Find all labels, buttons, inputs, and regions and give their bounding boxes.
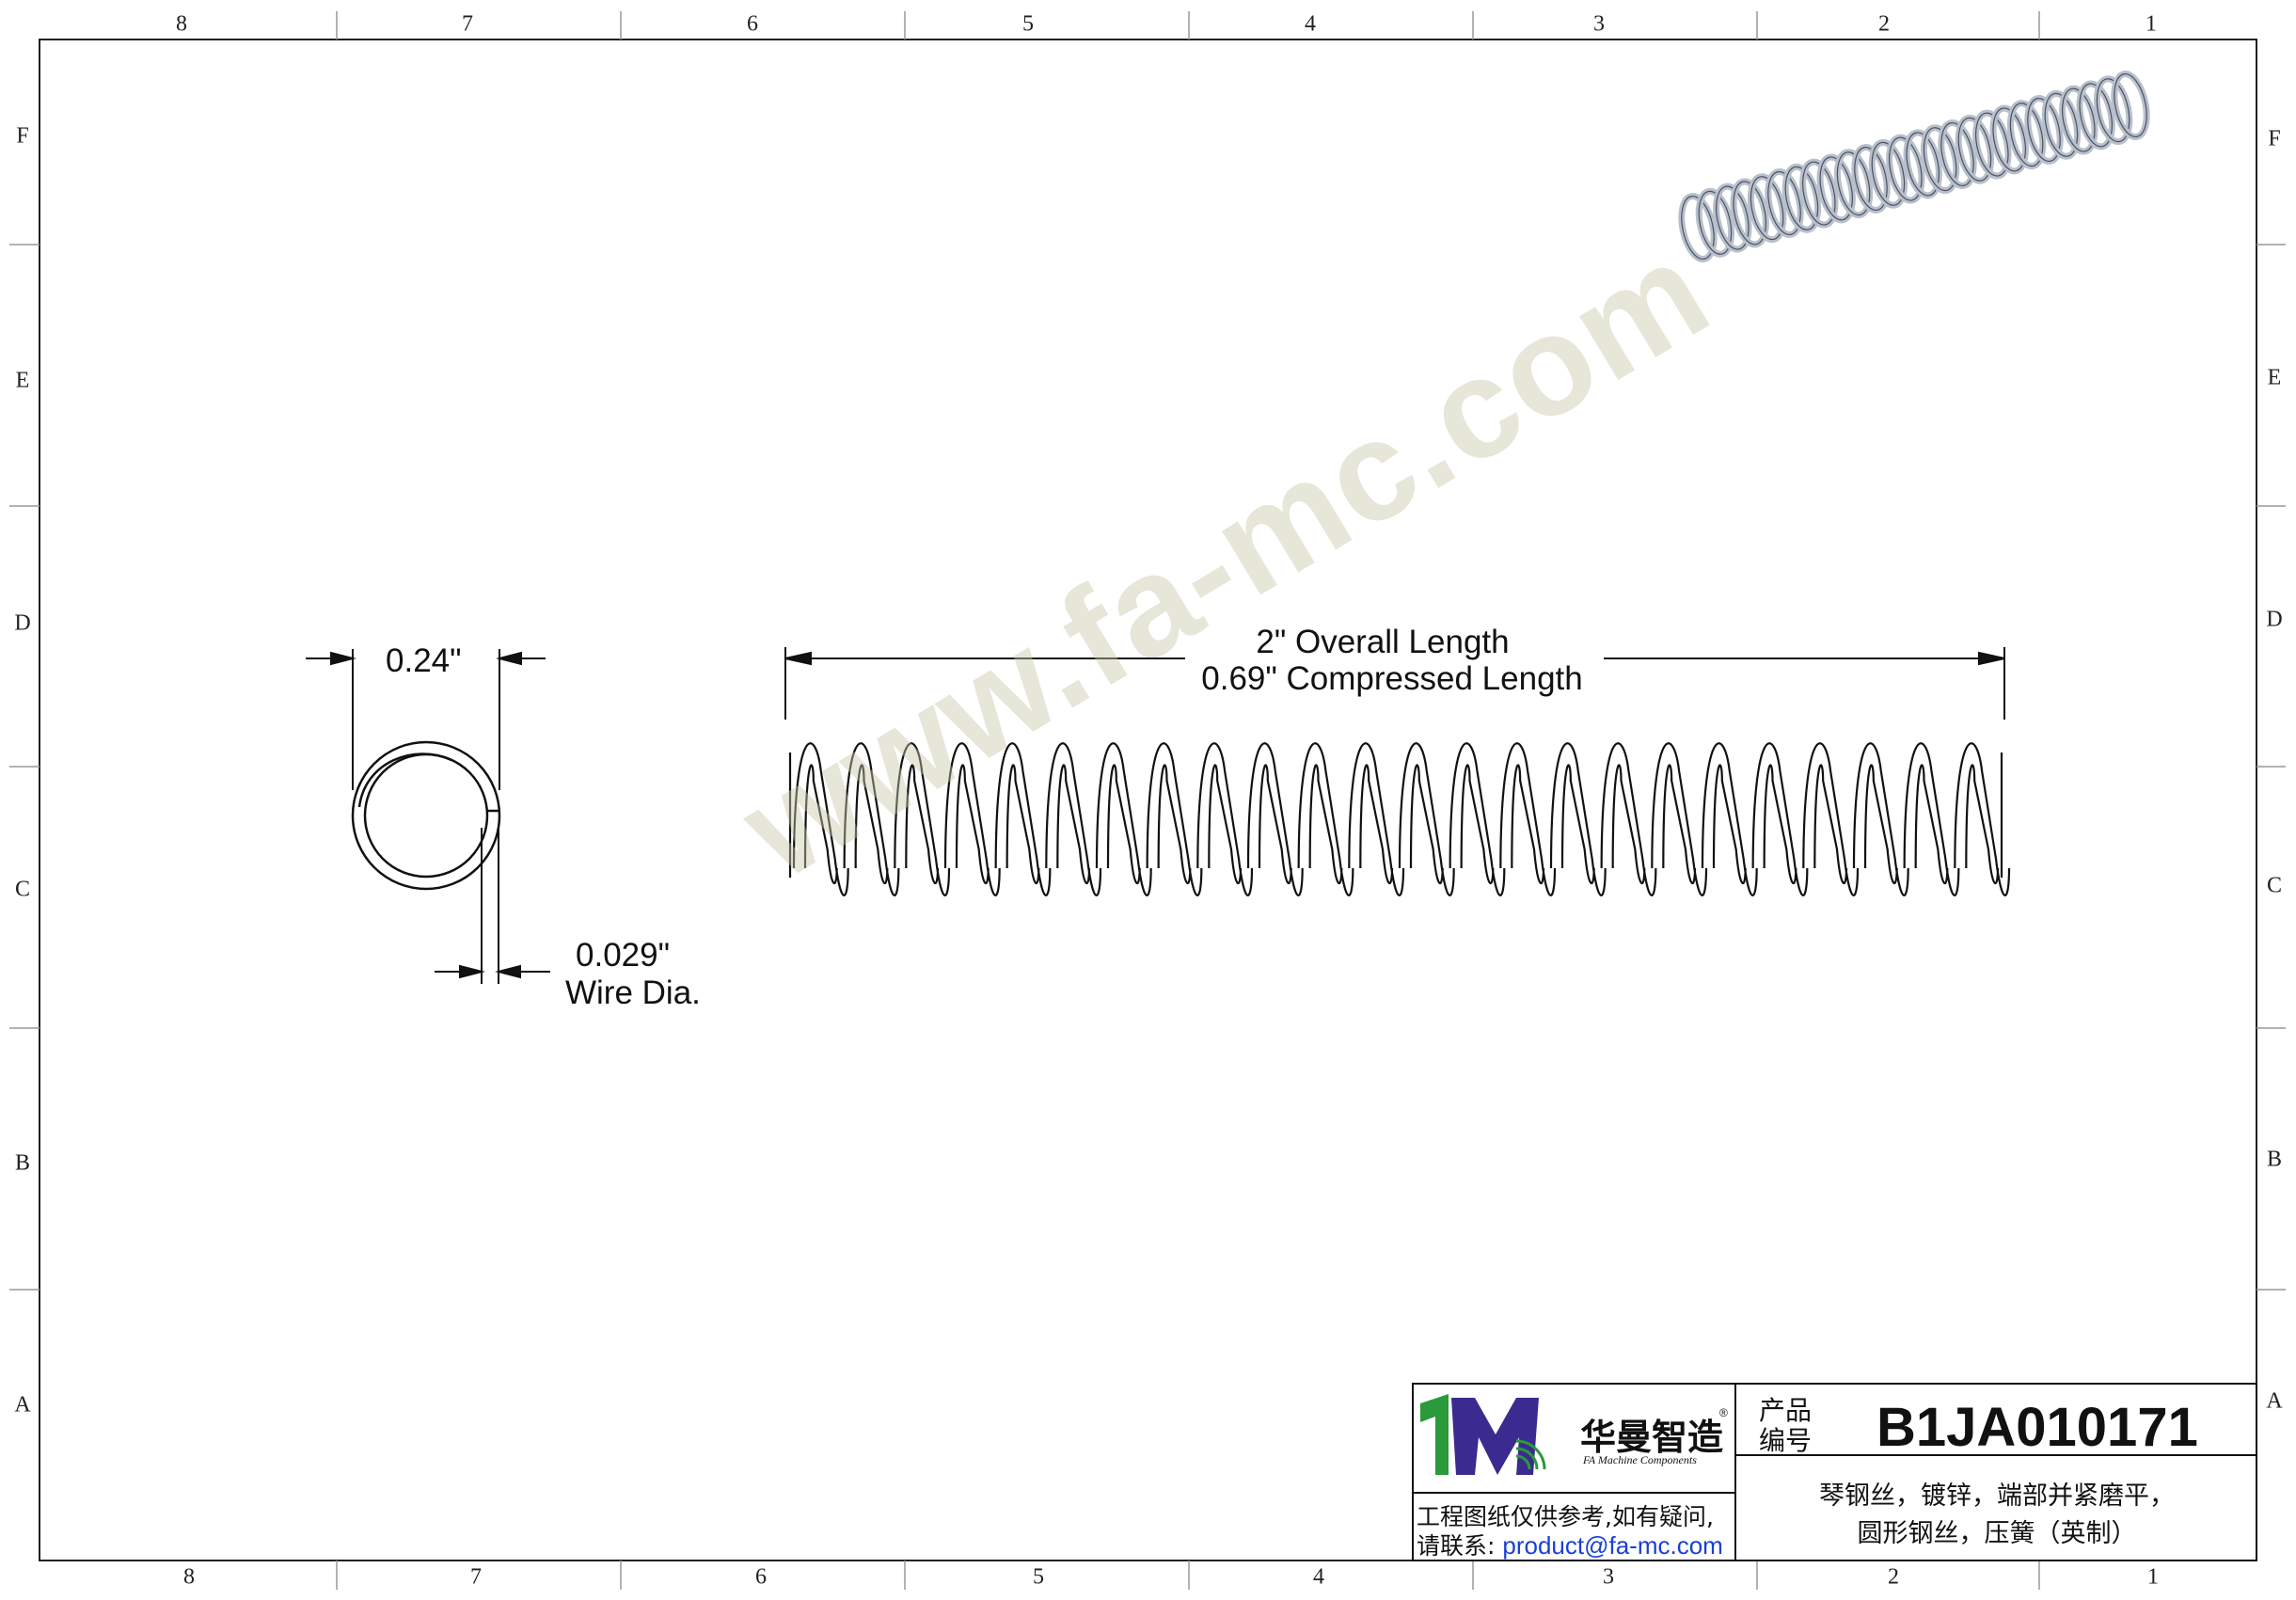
- zone-left-d: D: [14, 610, 31, 636]
- zone-right-b: B: [2266, 1147, 2283, 1172]
- zone-left-a: A: [14, 1392, 31, 1418]
- iso-spring-coil-outline: [1975, 112, 2009, 177]
- iso-spring-coil-outline: [1889, 136, 1923, 201]
- end-view: [351, 740, 501, 891]
- title-block-lines: [1412, 1383, 2257, 1561]
- zone-right-c: C: [2266, 873, 2283, 898]
- zone-bottom-8: 8: [183, 1564, 195, 1590]
- zone-bottom-1: 1: [2147, 1564, 2159, 1590]
- iso-spring-coil-outline: [1957, 117, 1992, 182]
- iso-spring-coil-outline: [1750, 176, 1784, 241]
- part-number-label-1: 产品: [1759, 1395, 1813, 1426]
- logo-text-en: FA Machine Components: [1583, 1453, 1697, 1466]
- iso-spring-coil-outline: [1854, 146, 1888, 212]
- iso-spring-coil-outline: [1716, 185, 1750, 250]
- iso-spring-coil-outline: [1819, 156, 1853, 221]
- logo-text-cn: 华曼智造: [1580, 1417, 1724, 1458]
- iso-spring-coil-outline: [1836, 151, 1871, 216]
- iso-spring-coil-outline: [1802, 161, 1836, 226]
- overall-length-label: 2" Overall Length: [1256, 624, 1510, 660]
- iso-spring-coil-outline: [2027, 97, 2061, 163]
- description-line-2: 圆形钢丝，压簧（英制）: [1857, 1519, 2137, 1548]
- company-logo-mark: [1420, 1394, 1546, 1475]
- zone-top-2: 2: [1878, 11, 1890, 37]
- part-number-label-2: 编号: [1759, 1425, 1813, 1456]
- zone-bottom-4: 4: [1313, 1564, 1324, 1590]
- zone-right-d: D: [2266, 607, 2283, 632]
- iso-spring-coil-outline: [2062, 87, 2096, 152]
- iso-spring-coil-outline: [1767, 170, 1801, 236]
- zone-top-5: 5: [1022, 11, 1034, 37]
- zone-bottom-7: 7: [470, 1564, 482, 1590]
- wire-dia-label: Wire Dia.: [565, 974, 701, 1011]
- zone-left-e: E: [15, 368, 30, 393]
- inner-frame: [39, 39, 2257, 1561]
- zone-top-8: 8: [176, 11, 187, 37]
- zone-top-1: 1: [2146, 11, 2157, 37]
- notice-line-1: 工程图纸仅供参考,如有疑问,: [1417, 1503, 1714, 1530]
- zone-right-a: A: [2266, 1388, 2283, 1414]
- iso-spring-coil-outline: [1906, 132, 1940, 197]
- spring-coil-path: [788, 742, 2011, 896]
- isometric-spring-view: [1678, 71, 2150, 262]
- zone-right-f: F: [2268, 126, 2281, 151]
- iso-spring-coil-outline: [1698, 190, 1733, 255]
- compressed-length-label: 0.69" Compressed Length: [1201, 660, 1583, 697]
- iso-spring-coil-outline: [2009, 103, 2044, 167]
- iso-spring-coil-outline: [1871, 141, 1906, 206]
- zone-bottom-6: 6: [755, 1564, 767, 1590]
- zone-top-3: 3: [1593, 11, 1605, 37]
- iso-spring-coil-outline: [1923, 127, 1957, 192]
- iso-spring-coil-outline: [2096, 78, 2130, 143]
- overall-length-dimension: [784, 647, 2005, 720]
- iso-spring-coil-outline: [2044, 92, 2079, 157]
- zone-right-e: E: [2267, 365, 2282, 390]
- iso-spring-coil-outline: [2079, 83, 2113, 148]
- end-view-dimensions: [306, 649, 550, 984]
- zone-left-c: C: [14, 877, 31, 902]
- contact-email-link[interactable]: product@fa-mc.com: [1502, 1531, 1723, 1560]
- side-view-spring: [788, 742, 2011, 896]
- zone-top-7: 7: [462, 11, 473, 37]
- notice-contact-prefix: 请联系:: [1417, 1532, 1503, 1560]
- zone-bottom-3: 3: [1603, 1564, 1614, 1590]
- wire-dia-value-label: 0.029": [576, 937, 671, 974]
- iso-spring-coil-outline: [1733, 181, 1766, 246]
- iso-spring-coil-outline: [1940, 121, 1974, 187]
- zone-left-b: B: [14, 1150, 31, 1176]
- iso-spring-coil-outline: [2114, 72, 2147, 138]
- zone-ticks: [9, 11, 2286, 1590]
- zone-top-4: 4: [1305, 11, 1316, 37]
- zone-top-6: 6: [747, 11, 758, 37]
- zone-left-f: F: [16, 123, 29, 149]
- description-line-1: 琴钢丝，镀锌，端部并紧磨平，: [1819, 1481, 2175, 1511]
- part-number: B1JA010171: [1876, 1397, 2198, 1458]
- iso-spring-coil-outline: [1681, 195, 1715, 261]
- outer-diameter-label: 0.24": [386, 642, 462, 679]
- zone-bottom-2: 2: [1888, 1564, 1899, 1590]
- notice-line-2: 请联系: product@fa-mc.com: [1417, 1528, 1723, 1561]
- zone-bottom-5: 5: [1033, 1564, 1044, 1590]
- iso-spring-coil-outline: [1784, 166, 1819, 230]
- registered-mark: ®: [1719, 1406, 1728, 1419]
- iso-spring-coil-outline: [1992, 107, 2026, 172]
